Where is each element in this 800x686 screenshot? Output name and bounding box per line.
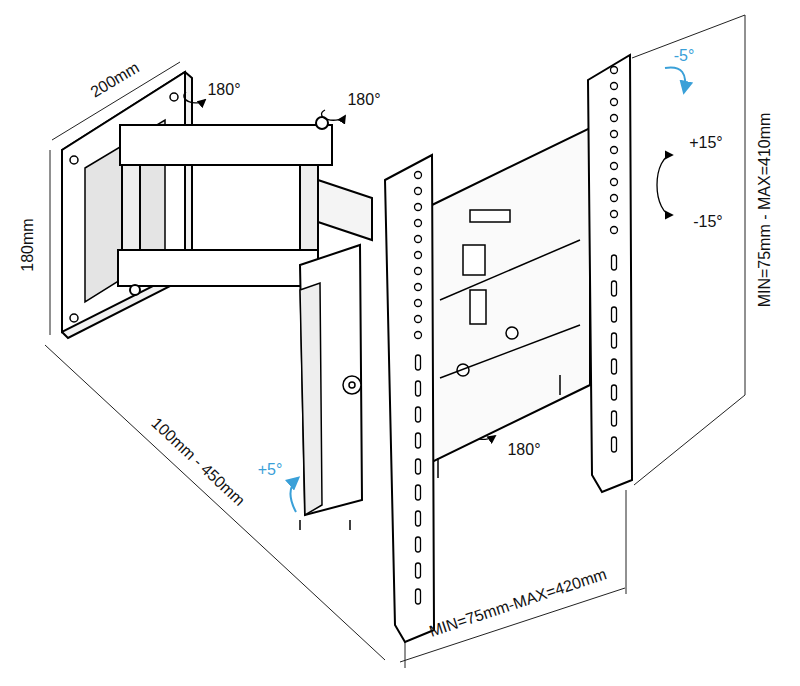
rail-slot [416, 485, 421, 500]
rail-hole [611, 211, 618, 218]
rail-hole [611, 163, 618, 170]
rail-hole [415, 220, 422, 227]
rail-slot [416, 407, 421, 422]
dimension-label: 180mm [19, 216, 37, 273]
tilt-label: -15° [691, 213, 725, 231]
rail-hole [415, 204, 422, 211]
tilt-label: +15° [687, 134, 725, 152]
rail-hole [415, 284, 422, 291]
rail-slot [416, 381, 421, 396]
rail-hole [611, 227, 618, 234]
rail-slot [612, 359, 617, 374]
rail-slot [416, 459, 421, 474]
rail-hole [415, 268, 422, 275]
tilt-label: -5° [672, 47, 697, 65]
rotation-label: 180° [345, 91, 382, 109]
rail-slot [416, 563, 421, 578]
rail-hole [611, 195, 618, 202]
rail-slot [612, 385, 617, 400]
rail-slot [416, 589, 421, 604]
rail-hole [611, 131, 618, 138]
rail-slot [416, 511, 421, 526]
rail-hole [611, 147, 618, 154]
rail-hole [611, 115, 618, 122]
rail-hole [611, 179, 618, 186]
rail-slot [612, 281, 617, 296]
rail-hole [415, 188, 422, 195]
rotation-label: 180° [205, 81, 242, 99]
rotation-label: 180° [505, 441, 542, 459]
rail-slot [612, 333, 617, 348]
rail-hole [415, 332, 422, 339]
tilt-label: +5° [256, 461, 285, 479]
rail-slot [612, 437, 617, 452]
rail-slot [612, 307, 617, 322]
rail-hole [611, 67, 618, 74]
rail-slot [416, 355, 421, 370]
rail-hole [611, 99, 618, 106]
rail-hole [415, 300, 422, 307]
rail-hole [415, 172, 422, 179]
rail-hole [415, 236, 422, 243]
dimension-label: 200mm [86, 58, 144, 103]
rail-slot [612, 255, 617, 270]
dimension-label: 100mm - 450mm [146, 413, 250, 511]
rail-hole [611, 83, 618, 90]
rail-slot [416, 537, 421, 552]
rail-hole [415, 252, 422, 259]
dimension-label: MIN=75mm-MAX=420mm [425, 565, 611, 642]
rail-slot [612, 411, 617, 426]
rail-hole [415, 316, 422, 323]
dimension-label: MIN=75mm - MAX=410mm [756, 111, 774, 310]
rail-slot [416, 433, 421, 448]
